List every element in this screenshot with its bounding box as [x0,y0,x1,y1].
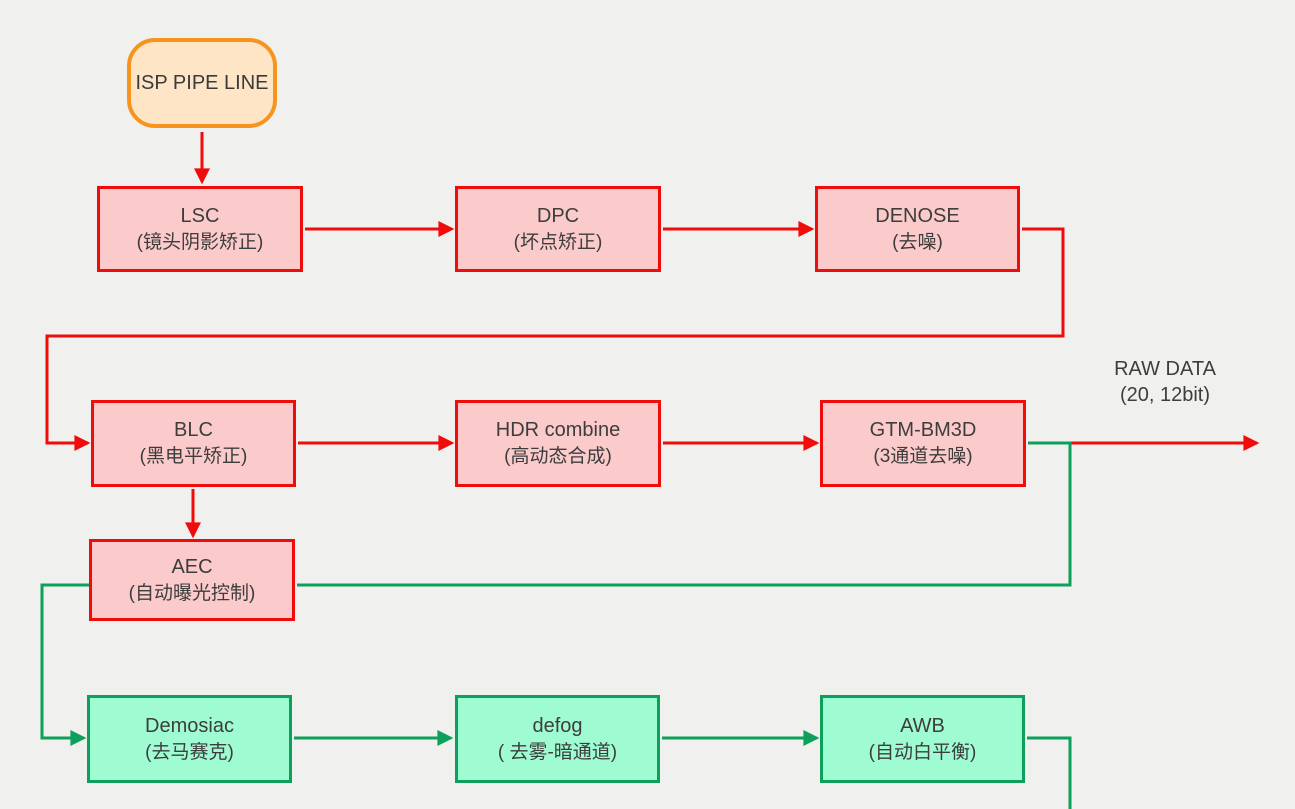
raw-data-output-label-line1: RAW DATA [1114,358,1216,380]
node-blc-subtitle: (黑电平矫正) [139,446,248,468]
node-dpc-subtitle: (坏点矫正) [513,231,603,253]
node-hdr-combine: HDR combine (高动态合成) [455,400,661,487]
connector-awb-output-down [1027,736,1072,809]
node-aec-subtitle: (自动曝光控制) [128,582,256,604]
node-lsc-title: LSC [180,204,220,227]
node-aec: AEC (自动曝光控制) [89,539,295,621]
node-blc-title: BLC [174,419,213,442]
node-blc: BLC (黑电平矫正) [91,400,296,487]
node-dpc: DPC (坏点矫正) [455,186,661,272]
node-awb-title: AWB [900,714,945,737]
node-gtm-bm3d-subtitle: (3通道去噪) [873,446,973,468]
node-demosiac: Demosiac (去马赛克) [87,695,292,783]
node-lsc: LSC (镜头阴影矫正) [97,186,303,272]
node-lsc-subtitle: (镜头阴影矫正) [136,231,264,253]
node-denose: DENOSE (去噪) [815,186,1020,272]
node-denose-subtitle: (去噪) [892,231,943,253]
connector-aec-to-demosiac [40,583,89,746]
node-gtm-bm3d: GTM-BM3D (3通道去噪) [820,400,1026,487]
node-gtm-bm3d-title: GTM-BM3D [869,419,977,442]
node-hdr-combine-subtitle: (高动态合成) [504,446,612,468]
node-awb-subtitle: (自动白平衡) [868,741,977,763]
node-awb: AWB (自动白平衡) [820,695,1025,783]
node-aec-title: AEC [171,555,213,578]
node-defog: defog ( 去雾-暗通道) [455,695,660,783]
node-demosiac-subtitle: (去马赛克) [145,741,234,763]
node-defog-title: defog [532,714,583,737]
node-demosiac-title: Demosiac [145,714,234,737]
node-defog-subtitle: ( 去雾-暗通道) [497,741,618,763]
node-denose-title: DENOSE [875,204,960,227]
node-isp-pipeline-label: ISP PIPE LINE [135,71,269,94]
node-hdr-combine-title: HDR combine [495,419,621,442]
node-dpc-title: DPC [536,204,580,227]
raw-data-output-label: RAW DATA (20, 12bit) [1085,356,1245,408]
raw-data-output-label-line2: (20, 12bit) [1119,384,1211,406]
node-isp-pipeline: ISP PIPE LINE [127,38,277,128]
